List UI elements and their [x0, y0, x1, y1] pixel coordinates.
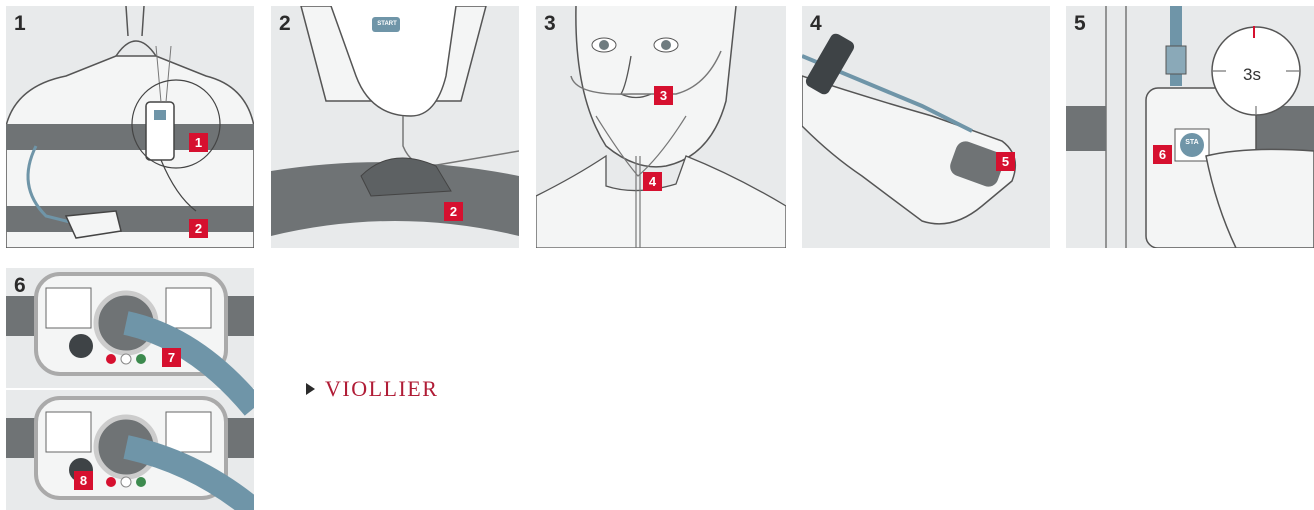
chest-belt-illustration	[6, 6, 254, 248]
step-number: 2	[279, 12, 291, 36]
start-button-text: STA	[1180, 139, 1204, 146]
marker-badge: 3	[654, 86, 673, 105]
timer-label: 3s	[1243, 65, 1261, 85]
finger-sensor-illustration	[802, 6, 1050, 248]
step-number: 5	[1074, 12, 1086, 36]
step-5-panel: 5 3s STA 6	[1066, 6, 1314, 248]
step-number: 6	[14, 274, 26, 298]
start-device-illustration	[1066, 6, 1314, 248]
brand-name: VIOLLIER	[325, 376, 438, 402]
nasal-cannula-illustration	[536, 6, 786, 248]
step-6-panel: 6 7 8	[6, 268, 254, 510]
marker-badge: 4	[643, 172, 662, 191]
step-3-panel: 3 3 4	[536, 6, 786, 248]
marker-badge: 8	[74, 471, 93, 490]
step-number: 1	[14, 12, 26, 36]
step-4-panel: 4 5	[802, 6, 1050, 248]
marker-badge: 1	[189, 133, 208, 152]
play-arrow-icon	[306, 383, 315, 395]
step-number: 3	[544, 12, 556, 36]
marker-badge: 5	[996, 152, 1015, 171]
marker-badge: 2	[444, 202, 463, 221]
belt-clip-illustration	[271, 6, 519, 248]
step-2-panel: 2 START 2	[271, 6, 519, 248]
step-number: 4	[810, 12, 822, 36]
marker-badge: 2	[189, 219, 208, 238]
start-button-label: START	[374, 21, 400, 27]
brand-link[interactable]: VIOLLIER	[306, 376, 438, 402]
step-1-panel: 1 1 2	[6, 6, 254, 248]
device-leds-illustration	[6, 268, 254, 510]
marker-badge: 7	[162, 348, 181, 367]
marker-badge: 6	[1153, 145, 1172, 164]
